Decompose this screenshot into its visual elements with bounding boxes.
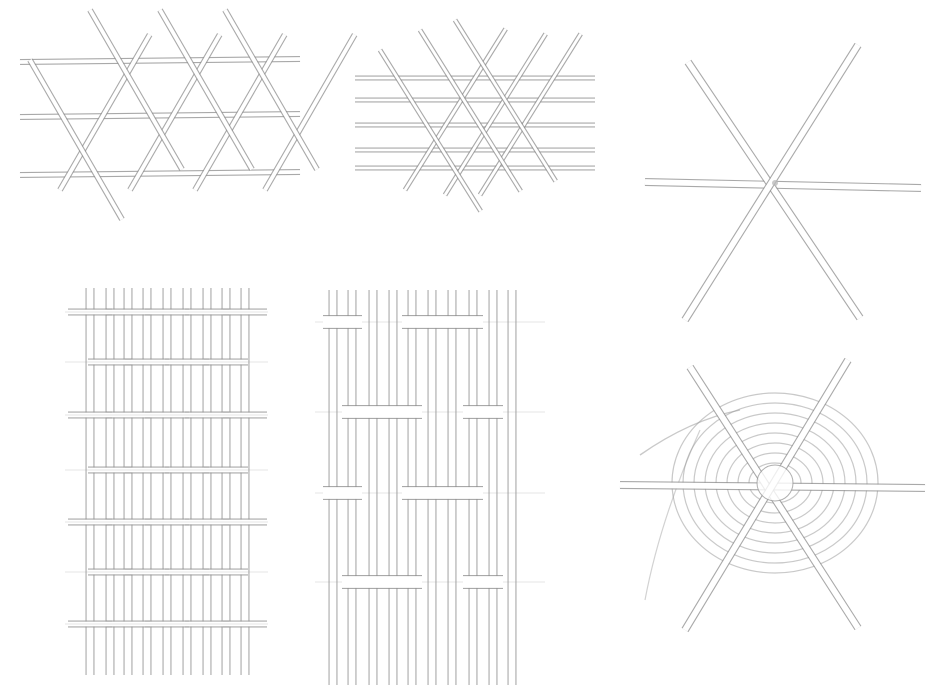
spoke-horizontal — [645, 182, 921, 188]
panel-triaxial-tight-weave — [355, 20, 595, 211]
panel-coiled-spokes-base — [620, 360, 925, 630]
center-hole — [757, 465, 793, 501]
coil-tail — [645, 430, 700, 600]
diagonal-strip-left — [30, 60, 122, 219]
panel-twill-weave-vertical — [315, 290, 545, 685]
diagonal-strip-left — [380, 50, 481, 211]
diagonal-strip-right — [60, 35, 150, 190]
panel-six-spoke-star — [645, 45, 921, 320]
horizontal-strip — [20, 172, 300, 175]
diagonal-strip-left — [90, 10, 182, 169]
panel-plain-weave-vertical — [65, 288, 268, 675]
spoke-crossing — [772, 180, 778, 186]
panel-triaxial-open-weave — [20, 10, 355, 219]
